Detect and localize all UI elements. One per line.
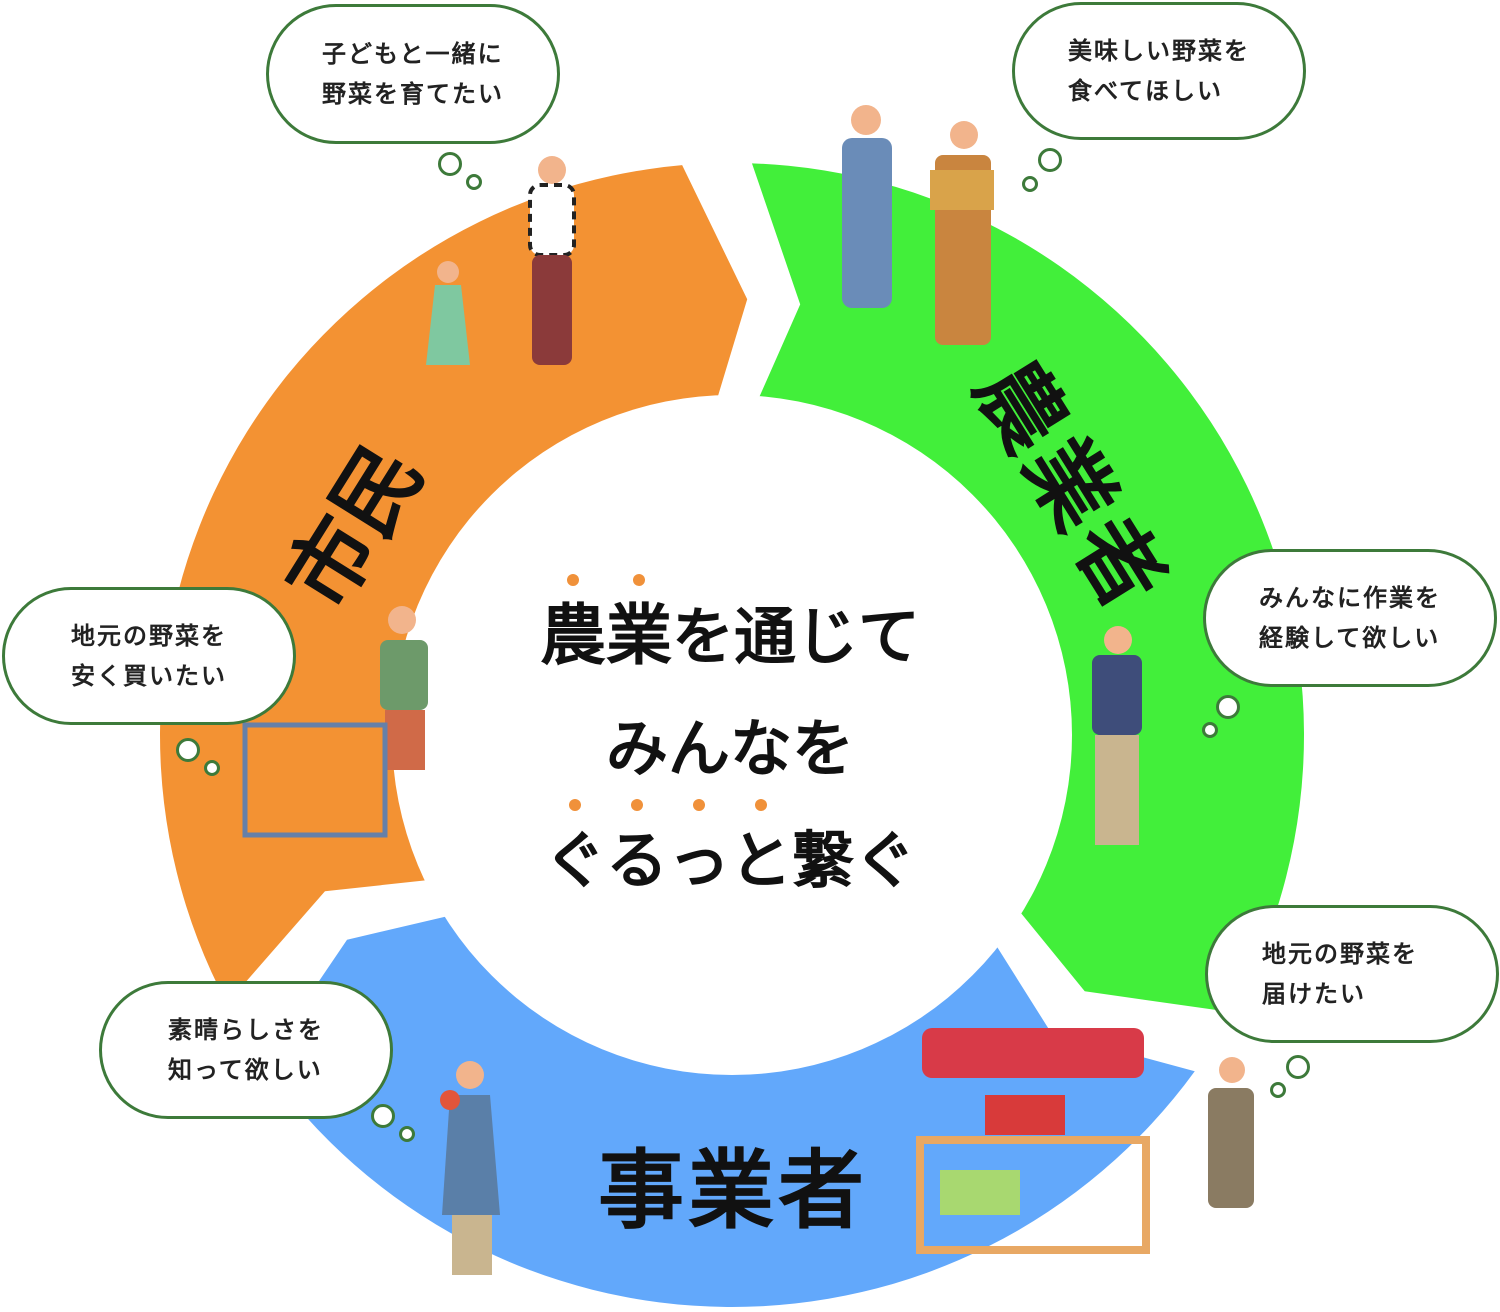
center-message: 農業を通じて みんなを ぐるっと繋ぐ [500,574,960,917]
thought-dot [399,1126,415,1142]
center-line-3: ぐるっと繋ぐ [500,799,960,917]
thought-dot [176,738,200,762]
emphasis-char: っ [668,799,730,917]
speech-bubble-farmer-top: 美味しい野菜を食べてほしい [1012,2,1306,140]
speech-bubble-farmer-right: みんなに作業を経験して欲しい [1203,549,1497,687]
thought-dot [466,174,482,190]
speech-bubble-citizen-left: 地元の野菜を安く買いたい [2,587,296,725]
shopper-illustration [242,606,428,838]
center-line-2: みんなを [605,712,854,785]
emphasis-char: と [730,799,792,917]
emphasis-char: ぐ [544,799,606,917]
emphasis-char: 業 [606,574,672,692]
center-circle [392,395,1072,1075]
emphasis-char: 農 [540,574,606,692]
center-line-1: 農業を通じて [500,574,960,693]
speech-bubble-business-left: 素晴らしさを知って欲しい [99,981,393,1119]
farmer-rice-illustration [1092,626,1142,845]
market-stall-illustration [916,1028,1150,1254]
thought-dot [1022,176,1038,192]
thought-dot [1202,722,1218,738]
thought-dot [438,152,462,176]
mother-child-illustration [426,156,576,365]
farmers-illustration [842,105,994,345]
thought-dot [1038,148,1062,172]
thought-dot [1270,1082,1286,1098]
florist-illustration [440,1061,500,1275]
emphasis-char: る [606,799,668,917]
center-line-3-rest: 繋ぐ [792,824,917,897]
speech-bubble-citizen-top: 子どもと一緒に野菜を育てたい [266,4,560,144]
thought-dot [371,1104,395,1128]
speech-bubble-business-right: 地元の野菜を届けたい [1205,905,1499,1043]
thought-dot [1216,695,1240,719]
business-label: 事業者 [598,1141,868,1241]
center-line-1-rest: を通じて [671,600,920,673]
thought-dot [204,760,220,776]
thought-dot [1286,1055,1310,1079]
vendor-illustration [1208,1057,1254,1208]
